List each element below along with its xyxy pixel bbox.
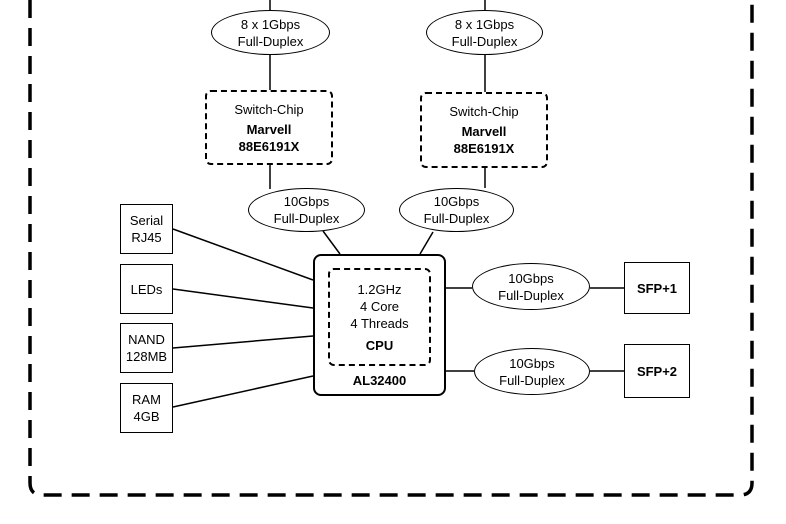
serial-label: Serial xyxy=(129,213,164,228)
cpu-core-block: 1.2GHz 4 Core 4 Threads CPU xyxy=(328,268,431,366)
leds-box: LEDs xyxy=(120,264,173,314)
nand-label: NAND xyxy=(128,332,165,347)
serial-connector: RJ45 xyxy=(131,230,162,245)
ports-left-speed: 8 x 1Gbps xyxy=(240,16,301,32)
ports-right-duplex: Full-Duplex xyxy=(451,33,518,49)
ports-right-speed: 8 x 1Gbps xyxy=(454,16,515,32)
leds-label: LEDs xyxy=(130,281,163,297)
ports-right-oval: 8 x 1Gbps Full-Duplex xyxy=(426,10,543,55)
nand-size: 128MB xyxy=(125,349,168,364)
sfp-link1-duplex: Full-Duplex xyxy=(498,287,564,303)
sfp-link2-oval: 10Gbps Full-Duplex xyxy=(474,348,590,395)
sfp1-box: SFP+1 xyxy=(624,262,690,314)
line-serial-cpu xyxy=(172,228,314,281)
switch-left-label: Switch-Chip xyxy=(234,101,304,117)
sfp-link1-speed: 10Gbps xyxy=(508,270,554,286)
sfp2-box: SFP+2 xyxy=(624,344,690,398)
link-right-speed: 10Gbps xyxy=(433,194,480,209)
line-ram-cpu xyxy=(172,375,314,408)
ram-box: RAM 4GB xyxy=(120,383,173,433)
line-link-cpu-right xyxy=(419,231,434,255)
nand-box: NAND 128MB xyxy=(120,323,173,373)
link-left-duplex: Full-Duplex xyxy=(273,211,340,226)
sfp-link2-speed: 10Gbps xyxy=(509,355,555,371)
cpu-package: 1.2GHz 4 Core 4 Threads CPU AL32400 xyxy=(313,254,446,396)
link-right-oval: 10Gbps Full-Duplex xyxy=(399,188,514,232)
cpu-model: AL32400 xyxy=(352,373,407,388)
link-left-oval: 10Gbps Full-Duplex xyxy=(248,188,365,232)
sfp-link1-oval: 10Gbps Full-Duplex xyxy=(472,263,590,310)
switch-right-vendor: Marvell xyxy=(461,124,507,139)
switch-chip-left: Switch-Chip Marvell 88E6191X xyxy=(205,90,333,165)
cpu-threads: 4 Threads xyxy=(350,315,409,331)
switch-left-vendor: Marvell xyxy=(246,121,292,137)
sfp1-label: SFP+1 xyxy=(636,280,678,296)
switch-right-label: Switch-Chip xyxy=(449,104,519,119)
switch-right-model: 88E6191X xyxy=(453,141,515,156)
line-leds-cpu xyxy=(172,288,314,309)
cpu-cores: 4 Core xyxy=(359,298,400,314)
outer-board-frame xyxy=(28,0,754,497)
sfp2-label: SFP+2 xyxy=(636,363,678,379)
sfp-link2-duplex: Full-Duplex xyxy=(499,372,565,388)
switch-chip-right: Switch-Chip Marvell 88E6191X xyxy=(420,92,548,168)
ram-size: 4GB xyxy=(133,409,160,424)
line-link-cpu-left xyxy=(322,230,341,255)
link-left-speed: 10Gbps xyxy=(283,194,330,209)
ram-label: RAM xyxy=(132,392,161,407)
line-nand-cpu xyxy=(172,335,314,349)
switch-left-model: 88E6191X xyxy=(238,138,300,154)
link-right-duplex: Full-Duplex xyxy=(423,211,490,226)
serial-box: Serial RJ45 xyxy=(120,204,173,254)
cpu-frequency: 1.2GHz xyxy=(357,281,402,297)
cpu-label: CPU xyxy=(365,337,394,353)
ports-left-duplex: Full-Duplex xyxy=(237,33,304,49)
ports-left-oval: 8 x 1Gbps Full-Duplex xyxy=(211,10,330,55)
